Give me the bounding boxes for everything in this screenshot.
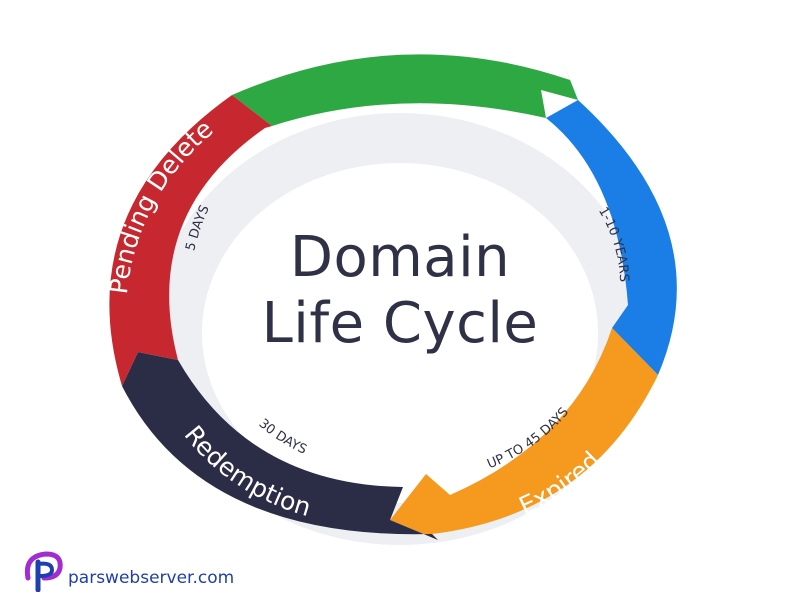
stage-segment-expired (390, 328, 658, 540)
diagram-title: Domain Life Cycle (200, 225, 600, 357)
stage-segment-pending-delete (109, 95, 272, 386)
stage-segment-redemption (122, 352, 438, 540)
stage-segment-available (232, 54, 578, 126)
outer-ring (109, 54, 677, 540)
stage-label-available: Available (339, 0, 461, 31)
stage-segment-active (546, 100, 677, 375)
parswebserver-logo-icon (24, 551, 63, 592)
diagram-title-line-1: Domain (289, 225, 511, 290)
diagram-title-line-2: Life Cycle (261, 291, 539, 356)
brand-text: parswebserver.com (68, 568, 235, 588)
brand-watermark: parswebserver.com (22, 548, 302, 592)
